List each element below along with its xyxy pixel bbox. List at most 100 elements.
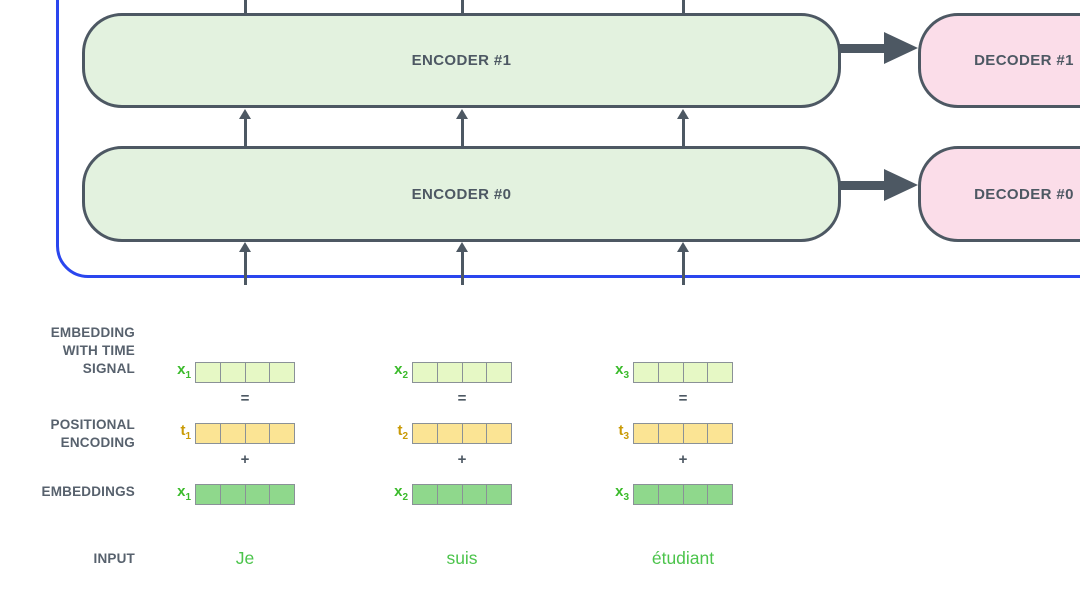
time-signal-vector	[195, 362, 295, 383]
row-label-embedding-with-time-signal: EMBEDDING WITH TIME SIGNAL	[0, 324, 135, 378]
row-label-input: INPUT	[0, 550, 135, 568]
row-label-line: EMBEDDINGS	[41, 484, 135, 499]
vector-cell	[413, 424, 438, 443]
encoder-stack-container-outline	[56, 0, 1080, 278]
equals-operator: =	[678, 390, 688, 407]
input-word: étudiant	[651, 548, 715, 568]
up-arrow-shaft	[460, 116, 464, 147]
embedding-vector	[195, 484, 295, 505]
vector-cell	[270, 485, 294, 504]
decoder-1-box: DECODER #1	[918, 13, 1080, 108]
up-arrow	[238, 108, 251, 119]
vector-cell	[196, 363, 221, 382]
encoder-0-box: ENCODER #0	[82, 146, 841, 242]
vector-cell	[245, 363, 271, 382]
time-signal-vector-row: x2	[366, 359, 512, 386]
vector-label-x2: x2	[394, 361, 408, 381]
embedding-vector-row: x3	[587, 481, 733, 508]
vector-cell	[658, 363, 684, 382]
vector-cell	[462, 363, 488, 382]
vector-cell	[658, 485, 684, 504]
word-column-2: x2 = t2 + x2 suis	[366, 350, 512, 596]
positional-encoding-vector	[195, 423, 295, 444]
vector-label-t2: t2	[397, 422, 408, 442]
row-label-line: SIGNAL	[82, 361, 135, 376]
vector-cell	[413, 363, 438, 382]
decoder-1-label: DECODER #1	[974, 52, 1074, 69]
input-word: Je	[235, 548, 255, 568]
up-arrow-shaft	[681, 249, 685, 285]
row-label-line: EMBEDDING	[50, 325, 135, 340]
plus-operator: +	[678, 451, 688, 468]
input-word: suis	[446, 548, 478, 568]
equals-operator: =	[457, 390, 467, 407]
vector-cell	[220, 363, 246, 382]
vector-cell	[245, 485, 271, 504]
encoder1-to-decoder1-arrow-head	[884, 32, 918, 64]
encoder-0-label: ENCODER #0	[411, 185, 512, 203]
time-signal-vector	[412, 362, 512, 383]
up-arrow	[455, 108, 468, 119]
vector-cell	[437, 363, 463, 382]
vector-cell	[683, 363, 709, 382]
vector-cell	[658, 424, 684, 443]
embedding-vector	[412, 484, 512, 505]
vector-label-t1: t1	[180, 422, 191, 442]
vector-cell	[708, 485, 732, 504]
vector-cell	[462, 424, 488, 443]
vector-label-x3: x3	[615, 483, 629, 503]
encoder-1-box: ENCODER #1	[82, 13, 841, 108]
vector-cell	[634, 485, 659, 504]
decoder-0-label: DECODER #0	[974, 185, 1074, 203]
vector-cell	[413, 485, 438, 504]
vector-cell	[487, 424, 511, 443]
vector-label-x3: x3	[615, 361, 629, 381]
time-signal-vector-row: x1	[149, 359, 295, 386]
vector-cell	[270, 363, 294, 382]
vector-label-t3: t3	[618, 422, 629, 442]
vector-cell	[634, 424, 659, 443]
up-arrow	[238, 241, 251, 252]
up-arrow-shaft	[460, 249, 464, 285]
row-label-positional-encoding: POSITIONAL ENCODING	[0, 416, 135, 452]
vector-cell	[245, 424, 271, 443]
up-arrow	[455, 241, 468, 252]
vector-cell	[487, 485, 511, 504]
embedding-vector	[633, 484, 733, 505]
encoder0-to-decoder0-arrow-shaft	[838, 180, 885, 190]
up-arrow-shaft	[243, 249, 247, 285]
up-arrow-stub	[681, 0, 685, 14]
word-column-3: x3 = t3 + x3 étudiant	[587, 350, 733, 596]
row-label-line: INPUT	[93, 551, 135, 566]
up-arrow-stub	[243, 0, 247, 14]
positional-encoding-vector-row: t2	[366, 420, 512, 447]
row-label-line: POSITIONAL	[50, 417, 135, 432]
up-arrow	[676, 241, 689, 252]
row-label-line: ENCODING	[60, 435, 135, 450]
time-signal-vector	[633, 362, 733, 383]
positional-encoding-vector	[412, 423, 512, 444]
embedding-vector-row: x1	[149, 481, 295, 508]
vector-cell	[220, 424, 246, 443]
encoder0-to-decoder0-arrow-head	[884, 169, 918, 201]
vector-cell	[683, 485, 709, 504]
encoder1-to-decoder1-arrow-shaft	[838, 43, 885, 53]
plus-operator: +	[457, 451, 467, 468]
word-column-1: x1 = t1 + x1 Je	[149, 350, 295, 596]
vector-cell	[196, 424, 221, 443]
up-arrow	[676, 108, 689, 119]
vector-cell	[437, 485, 463, 504]
vector-cell	[683, 424, 709, 443]
decoder-0-box: DECODER #0	[918, 146, 1080, 242]
encoder-1-label: ENCODER #1	[411, 52, 512, 69]
vector-cell	[708, 424, 732, 443]
vector-cell	[462, 485, 488, 504]
vector-cell	[487, 363, 511, 382]
time-signal-vector-row: x3	[587, 359, 733, 386]
up-arrow-shaft	[243, 116, 247, 147]
vector-cell	[634, 363, 659, 382]
equals-operator: =	[240, 390, 250, 407]
row-label-line: WITH TIME	[62, 343, 135, 358]
row-label-embeddings: EMBEDDINGS	[0, 483, 135, 501]
